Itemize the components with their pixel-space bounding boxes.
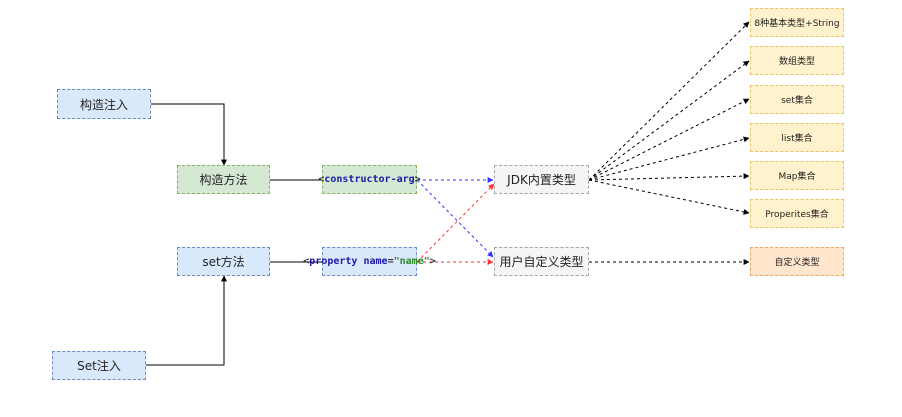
node-construct-method-label: 构造方法 bbox=[199, 173, 248, 187]
node-construct-inject-label: 构造注入 bbox=[79, 97, 128, 112]
node-list-collection-label: list集合 bbox=[781, 134, 813, 144]
edge-jdk-to-basic bbox=[588, 21, 750, 181]
edge-jdk-to-array bbox=[588, 60, 750, 181]
node-construct-inject: 构造注入 bbox=[57, 89, 151, 119]
node-set-inject: Set注入 bbox=[52, 351, 146, 380]
node-jdk-types: JDK内置类型 bbox=[494, 165, 589, 194]
edge-jdk-to-properties bbox=[588, 179, 750, 215]
node-array-type: 数组类型 bbox=[750, 46, 844, 75]
node-custom-type-label: 自定义类型 bbox=[774, 258, 820, 268]
edge-jdk-to-list bbox=[588, 136, 750, 181]
property-attr: name bbox=[363, 256, 388, 267]
property-value: "name" bbox=[393, 256, 430, 267]
node-map-collection: Map集合 bbox=[750, 161, 844, 190]
constructor-arg-tag: constructor-arg bbox=[324, 174, 415, 185]
property-close-bracket: > bbox=[429, 256, 436, 267]
property-tag: property bbox=[309, 256, 358, 267]
property-open-bracket: < bbox=[303, 256, 310, 267]
node-properties-collection-label: Properites集合 bbox=[765, 210, 829, 220]
node-property: <property name="name"> bbox=[303, 247, 436, 276]
node-list-collection: list集合 bbox=[750, 123, 844, 152]
node-constructor-arg: <constructor-arg> bbox=[318, 165, 421, 194]
edge-arg-to-custom bbox=[416, 179, 494, 258]
node-set-method: set方法 bbox=[177, 247, 270, 276]
node-set-collection-label: set集合 bbox=[781, 96, 813, 106]
node-construct-method: 构造方法 bbox=[177, 165, 270, 194]
edge-construct-inject-to-method bbox=[151, 103, 227, 166]
node-set-collection: set集合 bbox=[750, 85, 844, 114]
node-basic-types-label: 8种基本类型+String bbox=[754, 19, 840, 29]
edge-jdk-to-set bbox=[588, 98, 750, 181]
node-set-method-label: set方法 bbox=[202, 255, 245, 269]
node-set-inject-label: Set注入 bbox=[77, 359, 121, 373]
node-jdk-types-label: JDK内置类型 bbox=[507, 173, 576, 187]
property-equals: = bbox=[387, 256, 394, 267]
edge-set-inject-to-method bbox=[146, 275, 227, 366]
node-basic-types: 8种基本类型+String bbox=[750, 8, 844, 37]
edge-property-to-jdk bbox=[416, 183, 495, 263]
edge-jdk-to-map bbox=[588, 173, 750, 181]
node-custom-type: 自定义类型 bbox=[750, 247, 844, 276]
node-map-collection-label: Map集合 bbox=[778, 172, 816, 182]
node-properties-collection: Properites集合 bbox=[750, 199, 844, 228]
node-custom-types: 用户自定义类型 bbox=[494, 247, 589, 276]
constructor-arg-open-bracket: < bbox=[318, 174, 325, 185]
node-array-type-label: 数组类型 bbox=[778, 57, 815, 67]
node-custom-types-label: 用户自定义类型 bbox=[499, 255, 584, 269]
constructor-arg-close-bracket: > bbox=[414, 174, 421, 185]
